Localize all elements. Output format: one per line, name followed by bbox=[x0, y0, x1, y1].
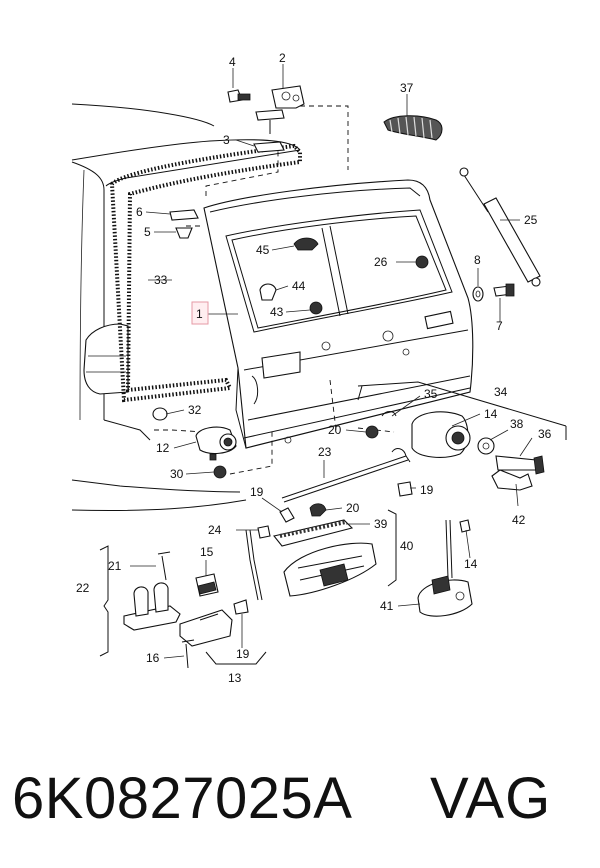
callout-23: 23 bbox=[318, 445, 332, 459]
tailgate-handle bbox=[273, 509, 397, 597]
callout-5: 5 bbox=[144, 225, 151, 239]
callout-1: 1 bbox=[196, 307, 203, 321]
callout-26: 26 bbox=[374, 255, 388, 269]
callout-4: 4 bbox=[229, 55, 236, 69]
callout-35: 35 bbox=[424, 387, 438, 401]
footer: 6K0827025A VAG bbox=[0, 754, 600, 844]
clips-and-nuts bbox=[245, 503, 327, 601]
part-number: 6K0827025A bbox=[12, 766, 353, 831]
washer-and-bolt bbox=[472, 283, 515, 302]
callout-40: 40 bbox=[400, 539, 414, 553]
window-parts bbox=[259, 237, 429, 315]
operating-rod bbox=[281, 448, 413, 503]
callout-45: 45 bbox=[256, 243, 270, 257]
callout-25: 25 bbox=[524, 213, 538, 227]
callout-labels: 1 2 3 4 5 6 7 8 12 13 14 14 15 16 19 19 … bbox=[76, 51, 552, 685]
callout-42: 42 bbox=[512, 513, 526, 527]
callout-14-lock: 14 bbox=[484, 407, 498, 421]
striker-parts bbox=[99, 545, 267, 669]
callout-8: 8 bbox=[474, 253, 481, 267]
brand-name: VAG bbox=[430, 766, 552, 831]
plate-and-nut bbox=[169, 209, 199, 239]
callout-32: 32 bbox=[188, 403, 202, 417]
callout-41: 41 bbox=[380, 599, 394, 613]
callout-15: 15 bbox=[200, 545, 214, 559]
lock-assembly bbox=[357, 381, 567, 491]
callout-19-clip: 19 bbox=[420, 483, 434, 497]
callout-6: 6 bbox=[136, 205, 143, 219]
callout-21: 21 bbox=[108, 559, 122, 573]
callout-20-handle: 20 bbox=[346, 501, 360, 515]
callout-19-striker: 19 bbox=[236, 647, 250, 661]
callout-14-actuator: 14 bbox=[464, 557, 478, 571]
callout-12: 12 bbox=[156, 441, 170, 455]
callout-44: 44 bbox=[292, 279, 306, 293]
callout-1-highlight bbox=[191, 301, 209, 325]
callout-37: 37 bbox=[400, 81, 414, 95]
callout-30: 30 bbox=[170, 467, 184, 481]
lock-cylinder-left bbox=[152, 407, 237, 479]
callout-33: 33 bbox=[154, 273, 168, 287]
callout-16: 16 bbox=[146, 651, 160, 665]
callout-20-lock: 20 bbox=[328, 423, 342, 437]
callout-leaders bbox=[130, 64, 533, 659]
callout-38: 38 bbox=[510, 417, 524, 431]
gas-strut bbox=[459, 167, 541, 287]
callout-34: 34 bbox=[494, 385, 508, 399]
tailgate bbox=[203, 179, 474, 449]
callout-2: 2 bbox=[279, 51, 286, 65]
hinge-assembly bbox=[227, 85, 305, 153]
callout-39: 39 bbox=[374, 517, 388, 531]
car-body-outline bbox=[71, 103, 302, 511]
callout-24: 24 bbox=[208, 523, 222, 537]
callout-7: 7 bbox=[496, 319, 503, 333]
callout-3: 3 bbox=[223, 133, 230, 147]
callout-43: 43 bbox=[270, 305, 284, 319]
lock-actuator bbox=[417, 519, 473, 617]
grommet-hose bbox=[383, 115, 443, 141]
callout-13: 13 bbox=[228, 671, 242, 685]
callout-22: 22 bbox=[76, 581, 90, 595]
callout-36: 36 bbox=[538, 427, 552, 441]
callout-19-rod: 19 bbox=[250, 485, 264, 499]
